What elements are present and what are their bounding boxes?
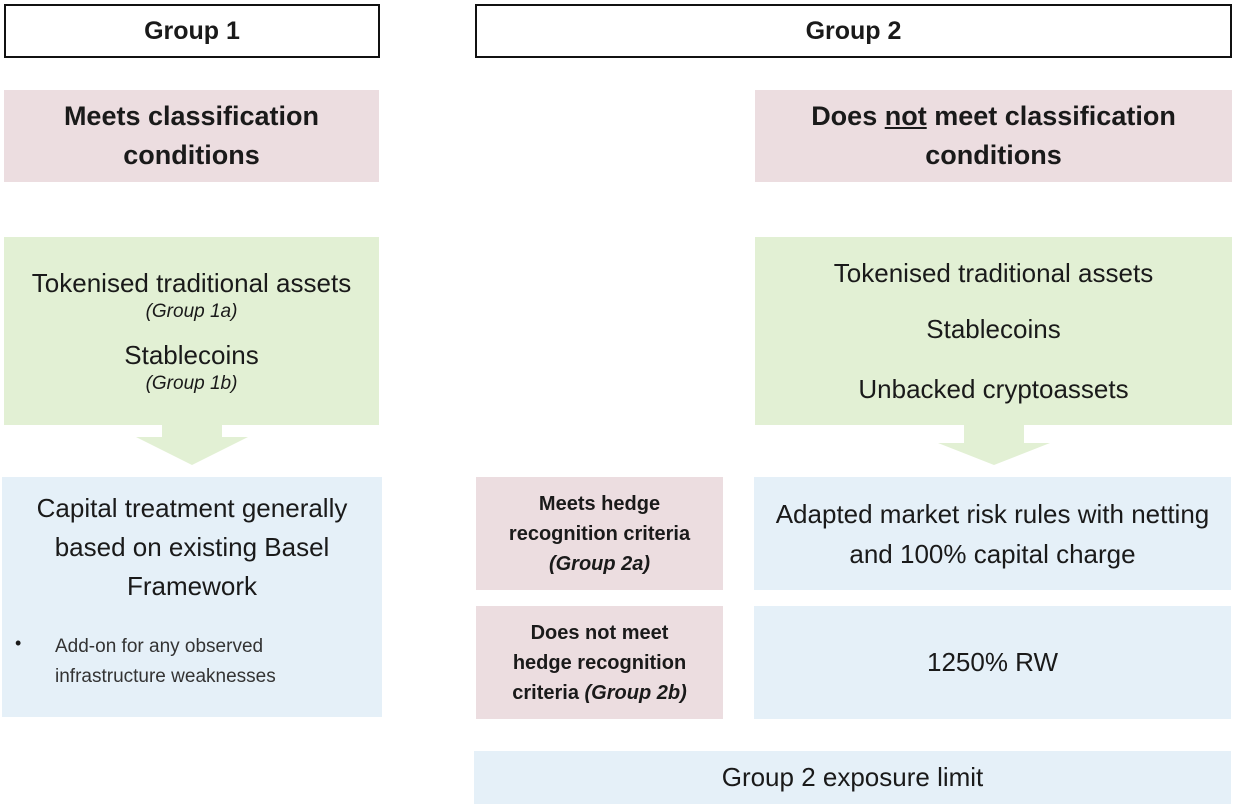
treatment-2a-text: Adapted market risk rules with netting a… [775, 498, 1210, 569]
group2-asset-stablecoins: Stablecoins [926, 314, 1061, 344]
treatment-2b-box: 1250% RW [754, 606, 1231, 719]
treatment-2a-box: Adapted market risk rules with netting a… [754, 477, 1231, 590]
group2-header: Group 2 [475, 4, 1232, 58]
group1-asset-tokenised: Tokenised traditional assets [31, 268, 352, 298]
bullet-dot: • [15, 633, 22, 653]
group1-treatment-box: Capital treatment generally based on exi… [2, 477, 382, 717]
group2-asset-unbacked: Unbacked cryptoassets [858, 374, 1129, 404]
group1-treatment-text: Capital treatment generally based on exi… [36, 493, 348, 601]
exposure-limit-box: Group 2 exposure limit [474, 751, 1231, 804]
group1-condition-text: Meets classification conditions [63, 101, 320, 170]
group1-asset-stablecoins: Stablecoins [124, 340, 259, 370]
group2-header-label: Group 2 [805, 16, 902, 45]
group1-condition-box: Meets classification conditions [4, 90, 379, 182]
group2-asset-tokenised: Tokenised traditional assets [833, 258, 1154, 288]
group1-assets-box: Tokenised traditional assets (Group 1a) … [4, 237, 379, 425]
group2-condition-text: Does not meet classification conditions [811, 101, 1176, 170]
group1-header-label: Group 1 [144, 16, 240, 45]
group2-assets-box: Tokenised traditional assets Stablecoins… [755, 237, 1232, 425]
exposure-limit-text: Group 2 exposure limit [721, 762, 984, 792]
group2-condition-box: Does not meet classification conditions [755, 90, 1232, 182]
group2-down-arrow [938, 425, 1050, 465]
group1-header: Group 1 [4, 4, 380, 58]
group1-bullet-text: Add-on for any observed infrastructure w… [55, 636, 276, 687]
group1-down-arrow [136, 425, 248, 465]
hedge-2a-box: Meets hedge recognition criteria (Group … [476, 477, 723, 590]
hedge-2b-box: Does not meet hedge recognition criteria… [476, 606, 723, 719]
treatment-2b-text: 1250% RW [926, 647, 1059, 677]
group1-asset-stablecoins-sub: (Group 1b) [145, 373, 238, 394]
group1-asset-tokenised-sub: (Group 1a) [145, 301, 238, 322]
